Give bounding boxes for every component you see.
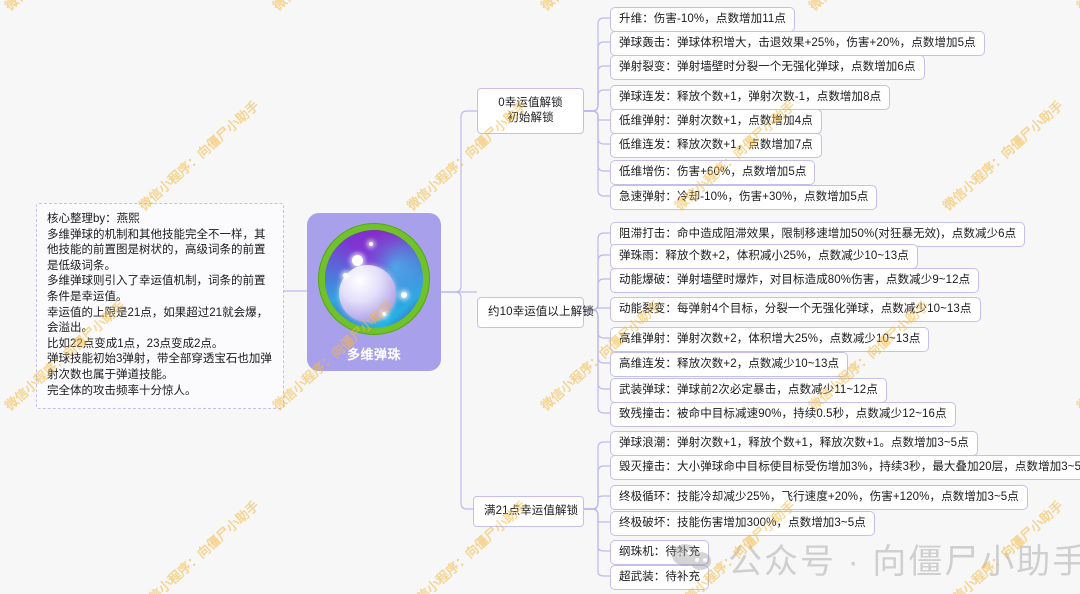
leaf-node[interactable]: 阻滞打击：命中造成阻滞效果，限制移速增加50%(对狂暴无效)，点数减少6点: [610, 222, 1026, 247]
connector-central-b2: [441, 291, 473, 510]
connector-b0-i4: [584, 110, 610, 121]
brand-text: 公众号 · 向僵尸小助手: [728, 543, 1080, 581]
connector-b0-i2: [584, 65, 610, 112]
central-node[interactable]: 多维弹珠: [307, 213, 441, 371]
leaf-node[interactable]: 弹球浪潮：弹射次数+1，释放个数+1，释放次数+1。点数增加3~5点: [610, 431, 978, 456]
leaf-node[interactable]: 低维连发：释放次数+1，点数增加7点: [610, 133, 822, 158]
branch-label-line: 满21点幸运值解锁: [484, 505, 579, 517]
leaf-node[interactable]: 超武装：待补充: [610, 565, 710, 590]
connector-b2-i1: [584, 465, 610, 510]
central-node-title: 多维弹珠: [346, 347, 401, 362]
connector-b0-i3: [584, 89, 610, 112]
watermark-text: 微信小程序：向僵尸小助手: [1072, 0, 1080, 14]
branch-label-line: 0幸运值解锁: [498, 97, 563, 109]
connector-b1-i0: [584, 232, 610, 311]
wechat-icon: [672, 542, 716, 576]
connector-central-b0: [441, 110, 477, 293]
note-line: 核心整理by：燕熙: [47, 213, 140, 225]
leaf-node[interactable]: 终极破坏：技能伤害增加300%，点数增加3~5点: [610, 511, 875, 536]
leaf-node[interactable]: 低维增伤：伤害+60%，点数增加5点: [610, 160, 816, 185]
marble-orb-icon: [318, 223, 430, 335]
leaf-node[interactable]: 纲珠机：待补充: [610, 540, 710, 565]
leaf-node[interactable]: 终极循环：技能冷却减少25%，飞行速度+20%，伤害+120%，点数增加3~5点: [610, 485, 1028, 510]
branch-label-1[interactable]: 约10幸运值以上解锁: [477, 297, 594, 328]
watermark-text: 微信小程序：向僵尸小助手: [1074, 297, 1080, 414]
leaf-node[interactable]: 动能爆破：弹射墙壁时爆炸，对目标造成80%伤害，点数减少9~12点: [610, 268, 980, 293]
watermark-text: 微信小程序：向僵尸小助手: [804, 0, 933, 14]
connector-b0-i0: [584, 17, 610, 112]
connector-b1-i1: [584, 254, 610, 311]
connector-b2-i0: [584, 441, 610, 510]
leaf-node[interactable]: 高维弹射：弹射次数+2，体积增大25%，点数减少10~13点: [610, 327, 930, 352]
leaf-node[interactable]: 毁灭撞击：大小弹球命中目标使目标受伤增加3%，持续3秒，最大叠加20层，点数增加…: [610, 455, 1080, 480]
branch-label-2[interactable]: 满21点幸运值解锁: [473, 496, 584, 527]
watermark-text: 微信小程序：向僵尸小助手: [136, 497, 262, 594]
note-line: 多维弹球则引入了幸运值机制，词条的前置条件是幸运值。: [47, 275, 266, 303]
leaf-node[interactable]: 弹球连发：释放个数+1，弹射次数-1，点数增加8点: [610, 85, 891, 110]
leaf-node[interactable]: 弹射裂变：弹射墙壁时分裂一个无强化弹球，点数增加6点: [610, 55, 925, 80]
leaf-node[interactable]: 动能裂变：每弹射4个目标，分裂一个无强化弹球，点数减少10~13点: [610, 297, 981, 322]
connector-b0-i7: [584, 110, 610, 197]
branch-label-line: 初始解锁: [507, 112, 554, 124]
leaf-node[interactable]: 弹珠雨：释放个数+2，体积减小25%，点数减少10~13点: [610, 244, 918, 269]
watermark-text: 微信小程序：向僵尸小助手: [136, 97, 262, 214]
connector-b2-i4: [584, 508, 610, 552]
watermark-text: 微信小程序：向僵尸小助手: [940, 97, 1066, 214]
leaf-node[interactable]: 武装弹球：弹球前2次必定暴击，点数减少11~12点: [610, 378, 887, 403]
connector-b2-i2: [584, 495, 610, 510]
leaf-node[interactable]: 急速弹射：冷却-10%，伤害+30%，点数增加5点: [610, 185, 878, 210]
leaf-node[interactable]: 低维弹射：弹射次数+1，点数增加4点: [610, 109, 822, 134]
note-card: 核心整理by：燕熙 多维弹球的机制和其他技能完全不一样，其他技能的前置图是树状的…: [36, 203, 284, 410]
leaf-node[interactable]: 致残撞击：被命中目标减速90%，持续0.5秒，点数减少12~16点: [610, 402, 956, 427]
branch-label-0[interactable]: 0幸运值解锁 初始解锁: [477, 88, 584, 134]
note-line: 弹球技能初始3弹射，带全部穿透宝石也加弹射次数也属于弹道技能。: [47, 353, 272, 381]
branch-label-line: 约10幸运值以上解锁: [488, 306, 594, 318]
note-line: 幸运值的上限是21点，如果超过21就会爆，会溢出。: [47, 306, 269, 335]
leaf-node[interactable]: 弹球轰击：弹球体积增大，击退效果+25%，伤害+20%，点数增加5点: [610, 31, 985, 56]
connector-b0-i5: [584, 110, 610, 145]
watermark-text: 微信小程序：向僵尸小助手: [0, 0, 129, 14]
watermark-text: 微信小程序：向僵尸小助手: [268, 0, 397, 14]
note-line: 多维弹球的机制和其他技能完全不一样，其他技能的前置图是树状的，高级词条的前置是低…: [47, 228, 266, 272]
connector-b1-i6: [584, 309, 610, 390]
connector-b1-i7: [584, 309, 610, 414]
leaf-node[interactable]: 升维：伤害-10%，点数增加11点: [610, 7, 795, 32]
connector-b2-i5: [584, 508, 610, 577]
connector-b0-i6: [584, 110, 610, 172]
leaf-node[interactable]: 高维连发：释放次数+2，点数减少10~13点: [610, 352, 849, 377]
connector-b2-i3: [584, 508, 610, 523]
note-line: 完全体的攻击频率十分惊人。: [47, 384, 197, 397]
brand-watermark: 公众号 · 向僵尸小助手: [672, 534, 1080, 583]
note-line: 比如22点变成1点，23点变成2点。: [47, 337, 224, 350]
connector-b0-i1: [584, 41, 610, 112]
